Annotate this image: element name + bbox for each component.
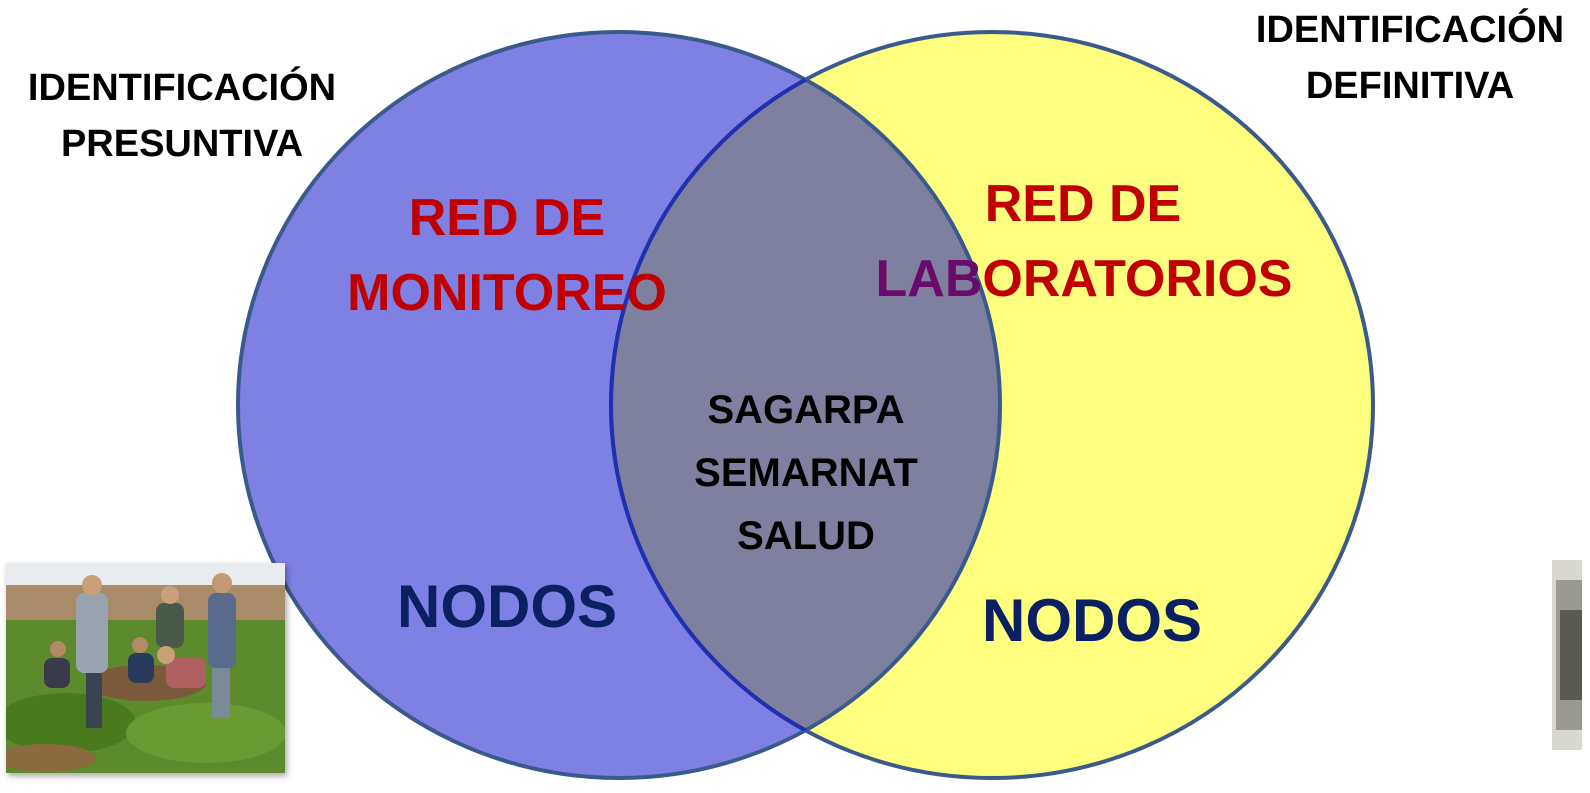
left-corner-label: IDENTIFICACIÓN PRESUNTIVA xyxy=(14,60,350,172)
intersection-region xyxy=(611,32,1000,778)
intersection-item: SAGARPA xyxy=(707,388,904,432)
partial-photo-right-edge xyxy=(1552,560,1582,750)
right-circle-nodes: NODOS xyxy=(982,587,1202,654)
left-circle-nodes: NODOS xyxy=(397,573,617,640)
left-corner-label-line2: PRESUNTIVA xyxy=(60,123,304,165)
left-circle-title-line1: RED DE xyxy=(409,189,605,247)
right-corner-label-line2: DEFINITIVA xyxy=(1305,65,1515,107)
right-circle-title-overlap-part: LAB xyxy=(876,250,983,308)
intersection-item: SEMARNAT xyxy=(694,451,918,495)
left-corner-label-line1: IDENTIFICACIÓN xyxy=(27,67,337,109)
intersection-border xyxy=(609,32,1000,778)
right-corner-label: IDENTIFICACIÓN DEFINITIVA xyxy=(1240,2,1580,114)
left-circle-title-line2: MONITOREO xyxy=(347,264,667,322)
left-circle-border xyxy=(236,30,1002,780)
right-corner-label-line1: IDENTIFICACIÓN xyxy=(1255,9,1565,51)
intersection-item: SALUD xyxy=(737,514,875,558)
people-in-crop-field-photo xyxy=(6,563,285,773)
right-circle-title-rest: ORATORIOS xyxy=(982,250,1292,308)
right-circle-title-line1: RED DE xyxy=(985,175,1181,233)
right-circle-title-line2: LABORATORIOS xyxy=(876,250,1293,308)
